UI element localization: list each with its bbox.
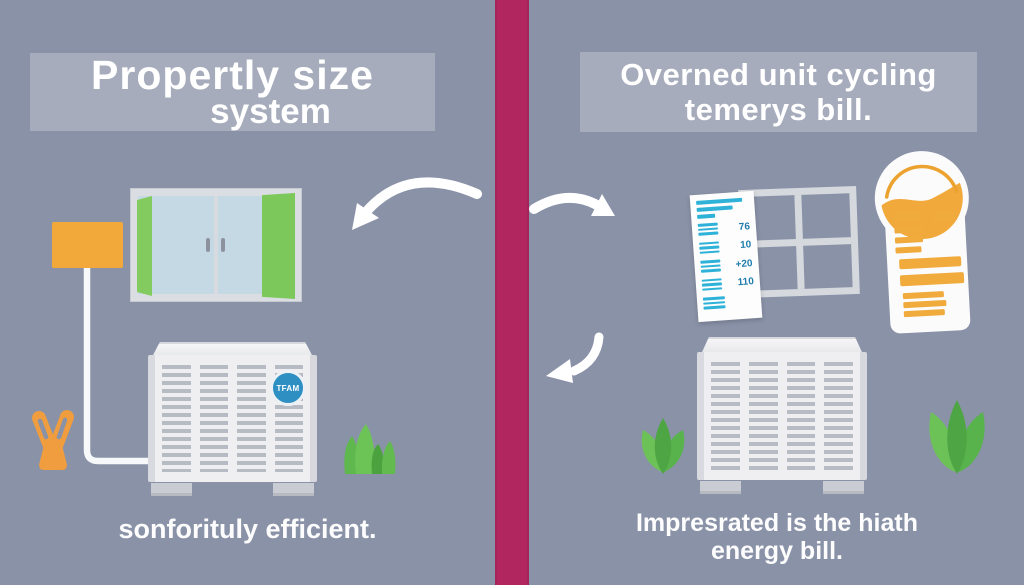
leaf-plant-icon	[929, 400, 985, 474]
bill-row: 10	[698, 239, 752, 256]
bill-text-lines	[697, 222, 719, 238]
floor-lamp-icon	[52, 222, 123, 268]
leaf-plant-icon	[641, 418, 685, 474]
bill-header-line	[697, 213, 716, 219]
left-title-line1: Propertly size	[91, 52, 374, 98]
right-caption-line2: energy bill.	[711, 537, 843, 565]
right-title-line1: Overned unit cycling	[620, 57, 937, 92]
window-handle	[206, 238, 210, 252]
bill-amount: 110	[737, 276, 755, 289]
right-title-box: Overned unit cycling temerys bill.	[580, 52, 977, 132]
ac-unit-icon	[697, 337, 867, 494]
curved-arrow-icon	[529, 192, 615, 216]
bill-text-lines	[700, 259, 721, 274]
brand-badge: TFAM	[270, 370, 306, 406]
ac-foot	[273, 483, 314, 496]
left-title-line2: system	[210, 92, 331, 131]
right-caption-line1: Impresrated is the hiath	[635, 509, 919, 537]
ac-foot	[823, 481, 864, 494]
window-shutter-left	[137, 196, 152, 296]
ac-front-panel	[697, 352, 867, 480]
energy-bill-icon: 76 10 +20 110	[689, 190, 763, 323]
open-window-icon	[130, 188, 302, 302]
brand-badge-label: TFAM	[276, 383, 300, 393]
left-title-box: Propertly size system	[30, 53, 435, 131]
right-title-line2: temerys bill.	[684, 92, 873, 127]
bill-amount: +20	[735, 257, 753, 271]
thermometer-gauge-icon	[874, 151, 971, 334]
grass-plant-icon	[344, 424, 396, 474]
bill-footer-lines	[702, 294, 756, 310]
ac-foot	[700, 481, 741, 494]
window-mullion	[214, 196, 218, 294]
bill-amount: 10	[739, 239, 752, 252]
curved-arrow-icon	[546, 332, 604, 383]
ac-grill	[711, 362, 853, 470]
bill-text-lines	[701, 277, 723, 293]
window-handle	[221, 238, 225, 252]
bill-header-line	[696, 205, 733, 212]
bill-row: 76	[697, 220, 751, 238]
window-shutter-right	[262, 193, 295, 299]
curved-arrow-icon	[352, 177, 482, 230]
right-caption: Impresrated is the hiath energy bill.	[530, 509, 1024, 565]
ac-unit-icon: TFAM	[148, 342, 317, 496]
bill-text-lines	[698, 240, 720, 256]
center-divider	[495, 0, 529, 585]
ac-top-face	[153, 342, 312, 355]
ac-foot	[151, 483, 192, 496]
ac-front-panel: TFAM	[148, 355, 317, 482]
ac-top-face	[702, 337, 862, 352]
bill-header-line	[696, 197, 743, 205]
bill-row: 110	[701, 276, 755, 293]
bill-row: +20	[700, 257, 753, 274]
wishbone-icon	[32, 410, 74, 470]
ac-grill	[162, 365, 303, 472]
left-caption: sonforituly efficient.	[118, 514, 377, 544]
bill-amount: 76	[738, 221, 751, 233]
